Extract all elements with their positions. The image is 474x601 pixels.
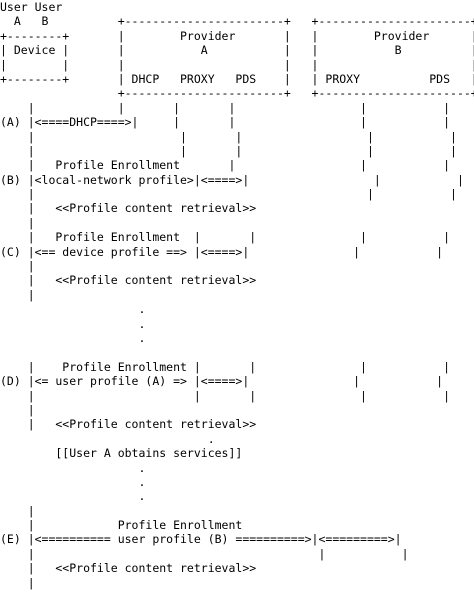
diagram-line: | | | | | [0,143,457,158]
diagram-line: | <<Profile content retrieval>> [0,417,257,432]
diagram-line: | Profile Enrollment | | | [0,158,451,173]
diagram-line: | Profile Enrollment | | | | [0,230,451,245]
diagram-line: A B +-----------------------+ +---------… [0,14,474,29]
diagram-line: | <<Profile content retrieval>> [0,201,257,216]
diagram-line: +--------+ | Provider | | Provider | [0,28,474,43]
diagram-line: | [0,259,354,274]
diagram-line: . [0,431,215,446]
diagram-line: | [0,503,35,518]
diagram-line: +--------+ | DHCP PROXY PDS | | PROXY PD… [0,71,474,86]
diagram-line: | <<Profile content retrieval>> [0,561,257,576]
diagram-line: | | | [0,546,409,561]
diagram-line: | | | | | | [0,100,451,115]
diagram-line: | Device | | A | | B | [0,43,474,58]
diagram-line: . [0,489,146,504]
diagram-line: | Profile Enrollment [0,518,243,533]
diagram-line: (A) |<====DHCP====>| | | | | [0,115,451,130]
diagram-line: . [0,330,146,345]
diagram-line: . [0,474,146,489]
diagram-line: | | | | | [0,129,457,144]
diagram-line: | [0,215,35,230]
diagram-line: User User [0,0,63,14]
diagram-line: | [0,575,35,590]
diagram-line: | [0,402,35,417]
diagram-line: . [0,302,146,317]
diagram-line: | | | | | | [0,57,474,72]
diagram-line: | | | [0,187,457,202]
diagram-line: [[User A obtains services]] [0,446,243,461]
diagram-line: (D) |<= user profile (A) => |<====>| | | [0,374,444,389]
diagram-line: (B) |<local-network profile>|<====>| | | [0,172,464,187]
diagram-line: | [0,287,35,302]
diagram-line: (C) |<== device profile ==> |<====>| | | [0,244,444,259]
diagram-line: | | | | | [0,388,451,403]
diagram-line: +-----------------------+ +-------------… [0,86,474,101]
diagram-line: . [0,460,146,475]
diagram-line: | Profile Enrollment | | | | [0,359,451,374]
diagram-line: | <<Profile content retrieval>> [0,273,257,288]
diagram-line [0,345,474,359]
diagram-line: (E) |<========== user profile (B) ======… [0,532,402,547]
diagram-line: . [0,316,146,331]
